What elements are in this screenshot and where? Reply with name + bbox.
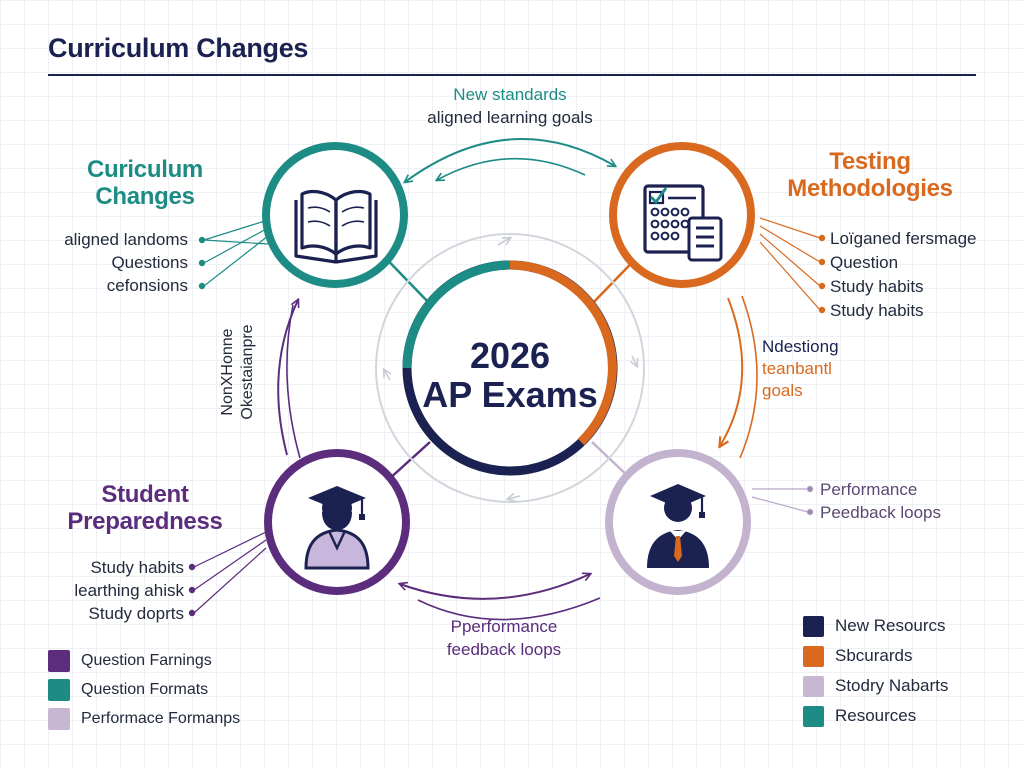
testing-leaders bbox=[759, 217, 826, 314]
outer-ring bbox=[375, 233, 645, 503]
legend-swatch-orange bbox=[803, 645, 824, 667]
legend-left: Question Farnings Question Formats Perfo… bbox=[48, 646, 240, 733]
center-subtitle: AP Exams bbox=[422, 374, 598, 415]
legend-label: Question Farnings bbox=[81, 651, 212, 669]
curriculum-leaders bbox=[198, 219, 269, 290]
right-cycle-arrows bbox=[720, 295, 758, 459]
student-heading: Student Preparedness bbox=[50, 481, 240, 535]
legend-label: Sbcurards bbox=[835, 646, 913, 665]
curriculum-heading-line2: Changes bbox=[95, 183, 195, 210]
student-leaders bbox=[188, 531, 267, 617]
testing-item-2: Question bbox=[830, 253, 899, 272]
student-heading-line1: Student bbox=[101, 481, 189, 508]
student-item-2: learthing ahisk bbox=[74, 581, 184, 600]
student-item-3: Study doprts bbox=[88, 604, 184, 623]
top-annotation-line2: aligned learning goals bbox=[427, 108, 593, 127]
graduate-teacher-icon bbox=[647, 484, 709, 568]
testing-heading-line1: Testing bbox=[829, 148, 911, 175]
top-annotation-line1: New standards bbox=[453, 85, 567, 104]
top-cycle-arrows bbox=[405, 138, 615, 182]
page-title: Curriculum Changes bbox=[48, 33, 309, 63]
center-title: 2026 AP Exams bbox=[410, 336, 610, 414]
legend-swatch-lavender bbox=[803, 675, 824, 697]
legend-swatch-purple bbox=[48, 649, 70, 672]
legend-item: Question Farnings bbox=[48, 646, 240, 675]
performance-item-2: Peedback loops bbox=[820, 503, 941, 522]
testing-heading: Testing Methodologies bbox=[770, 148, 970, 202]
legend-label: Stodry Nabarts bbox=[835, 676, 949, 695]
open-book-icon bbox=[294, 189, 378, 264]
student-graduate-icon bbox=[304, 486, 370, 570]
legend-item: Stodry Nabarts bbox=[803, 671, 948, 701]
testing-item-4: Study habits bbox=[830, 301, 924, 320]
right-annotation-line3: goals bbox=[762, 381, 803, 400]
legend-swatch-teal bbox=[48, 678, 70, 701]
left-annotation-line1: NonXHonne bbox=[219, 328, 236, 416]
right-annotation-line2: teanbantl bbox=[762, 359, 832, 378]
curriculum-heading-line1: Curiculum bbox=[87, 156, 203, 183]
testing-item-1: Loïganed fersmage bbox=[830, 229, 977, 248]
bottom-annotation-line2: feedback loops bbox=[446, 640, 562, 659]
legend-item: Resources bbox=[803, 701, 948, 731]
legend-swatch-navy bbox=[803, 615, 824, 637]
legend-item: Sbcurards bbox=[803, 641, 948, 671]
student-item-1: Study habits bbox=[90, 558, 184, 577]
legend-label: Question Formats bbox=[81, 680, 209, 698]
legend-label: Performace Formanps bbox=[81, 709, 241, 727]
testing-heading-line2: Methodologies bbox=[787, 175, 953, 202]
testing-item-3: Study habits bbox=[830, 277, 924, 296]
central-hub bbox=[402, 260, 618, 476]
legend-label: Resources bbox=[835, 706, 917, 725]
center-year: 2026 bbox=[469, 335, 551, 376]
curriculum-heading: Curiculum Changes bbox=[60, 156, 230, 210]
right-annotation-line1: Ndestiong bbox=[762, 337, 839, 356]
bottom-annotation-line1: Pperformance bbox=[450, 617, 558, 636]
curriculum-item-3: cefonsions bbox=[106, 276, 188, 295]
legend-right: New Resourcs Sbcurards Stodry Nabarts Re… bbox=[803, 611, 948, 731]
legend-swatch-lavender bbox=[48, 707, 70, 730]
student-heading-line2: Preparedness bbox=[67, 508, 223, 535]
left-annotation: NonXHonne Okestaianpre bbox=[218, 282, 258, 462]
test-sheet-icon bbox=[643, 184, 723, 262]
performance-item-1: Performance bbox=[820, 480, 918, 499]
legend-item: New Resourcs bbox=[803, 611, 948, 641]
left-annotation-line2: Okestaianpre bbox=[239, 324, 256, 420]
left-cycle-arrows bbox=[277, 300, 301, 459]
performance-leaders bbox=[751, 485, 814, 516]
legend-item: Question Formats bbox=[48, 675, 240, 704]
legend-swatch-teal bbox=[803, 705, 824, 727]
title-divider bbox=[48, 74, 976, 76]
curriculum-item-1: aligned landoms bbox=[64, 230, 188, 249]
curriculum-item-2: Questions bbox=[111, 253, 188, 272]
bottom-cycle-arrows bbox=[400, 574, 601, 621]
legend-item: Performace Formanps bbox=[48, 704, 240, 733]
ring-arrows bbox=[384, 238, 637, 499]
legend-label: New Resourcs bbox=[835, 616, 946, 635]
